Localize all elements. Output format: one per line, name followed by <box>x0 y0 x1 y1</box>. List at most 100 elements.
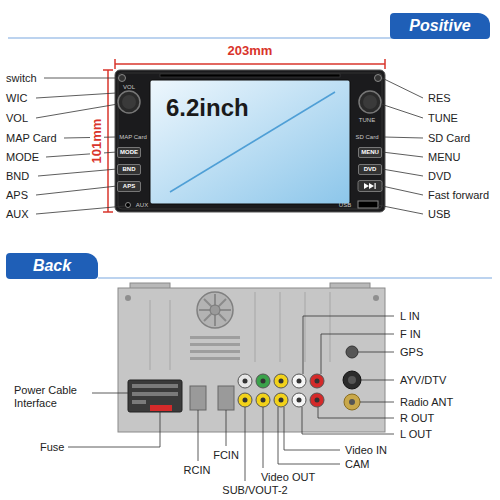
leader-line <box>36 104 118 118</box>
callout-label: SD Card <box>428 132 470 145</box>
tune-knob <box>359 91 381 113</box>
leader-line <box>382 152 423 157</box>
plug-socket <box>218 386 234 410</box>
leader-line <box>36 93 116 98</box>
rca-jacks <box>238 374 324 407</box>
rca-jack <box>256 393 270 407</box>
leader-lines <box>36 78 423 214</box>
leader-line <box>36 206 125 214</box>
jack-hole <box>243 398 248 403</box>
dimension-tick <box>103 69 113 71</box>
callout-label: FCIN <box>213 449 239 462</box>
panel-rib <box>330 292 331 362</box>
panel-rib <box>305 292 306 362</box>
callout-label: Power Cable Interface <box>14 384 86 410</box>
callout-label: AYV/DTV <box>400 374 446 387</box>
volume-knob <box>118 91 140 113</box>
rca-jack <box>238 393 252 407</box>
rca-jack <box>310 393 324 407</box>
knob-cap <box>122 95 136 109</box>
callout-label: VOL <box>6 112 28 125</box>
leader-line <box>382 78 423 98</box>
callout-label: RES <box>428 92 451 105</box>
leader-line <box>360 402 394 403</box>
panel-button: APS <box>117 181 141 192</box>
leader-line <box>46 152 117 157</box>
callout-label: SUB/VOUT-2 <box>222 484 287 497</box>
callout-label: GPS <box>400 346 423 359</box>
leader-line <box>245 407 246 481</box>
rca-jack <box>310 374 324 388</box>
callout-label: AUX <box>6 208 29 221</box>
callout-label: MAP Card <box>6 132 57 145</box>
callout-label: Fast forward <box>428 189 489 202</box>
node-text-group: 6.2inch <box>166 94 249 122</box>
leader-line <box>278 407 340 464</box>
rca-jack <box>292 374 306 388</box>
display-screen: 6.2inch <box>150 80 350 204</box>
plug-socket <box>190 386 206 410</box>
power-connector <box>128 380 182 412</box>
antenna-socket-core <box>349 399 355 405</box>
aux-jack <box>126 203 131 208</box>
node-text-group: APS <box>123 183 135 189</box>
vent-slot <box>190 350 240 353</box>
node-text: Positive <box>409 17 470 35</box>
antenna-socket <box>344 394 360 410</box>
callout-label: R OUT <box>400 412 434 425</box>
callout-label: MENU <box>428 151 460 164</box>
jack-hole <box>279 379 284 384</box>
panel-print: MAP Card <box>119 134 147 141</box>
jack-hole <box>315 398 320 403</box>
jack-holes <box>243 379 320 403</box>
panel-button: MODE <box>117 147 141 158</box>
rca-jack <box>292 393 306 407</box>
pin-row <box>132 400 146 404</box>
section-rule <box>8 37 392 39</box>
rca-jack <box>256 374 270 388</box>
callout-label: L OUT <box>400 428 432 441</box>
connector-pins <box>132 384 178 404</box>
callout-label: CAM <box>345 458 369 471</box>
node-text: DVD <box>364 166 377 172</box>
leader-line <box>226 410 227 446</box>
panel-button: DVD <box>358 164 382 175</box>
dimension-tick <box>384 59 386 69</box>
jack-hole <box>279 398 284 403</box>
callout-label: MODE <box>6 151 39 164</box>
panel-button: MENU <box>358 147 382 158</box>
front-bezel <box>118 73 382 209</box>
dimension-tick <box>114 59 116 69</box>
callout-label: Radio ANT <box>400 396 453 409</box>
callout-label: Video IN <box>345 444 387 457</box>
forward-button <box>358 181 382 192</box>
leader-line <box>302 407 394 434</box>
av-socket-core <box>348 376 356 384</box>
dimension-line <box>115 63 385 65</box>
leader-line <box>198 410 199 461</box>
callout-label: RCIN <box>184 464 211 477</box>
callout-label: F IN <box>400 328 421 341</box>
leader-line <box>68 411 160 447</box>
callout-label: switch <box>6 72 37 85</box>
callout-label: APS <box>6 189 28 202</box>
leader-line <box>38 169 117 176</box>
leader-line <box>361 380 394 381</box>
leader-line <box>382 186 423 195</box>
node-text: Back <box>33 257 71 275</box>
node-text-group: MENU <box>361 149 379 155</box>
node-text: APS <box>123 183 135 189</box>
callout-label: Fuse <box>40 441 64 454</box>
panel-print: AUX <box>136 202 148 209</box>
panel-print: VOL <box>123 84 135 91</box>
dimension-label: 101mm <box>90 117 104 166</box>
section-tab: Back <box>6 253 98 279</box>
callout-label: L IN <box>400 310 420 323</box>
dimension-line <box>107 70 109 212</box>
node-text: BND <box>123 166 136 172</box>
node-text-group: DVD <box>364 166 377 172</box>
pin-row <box>132 384 178 388</box>
